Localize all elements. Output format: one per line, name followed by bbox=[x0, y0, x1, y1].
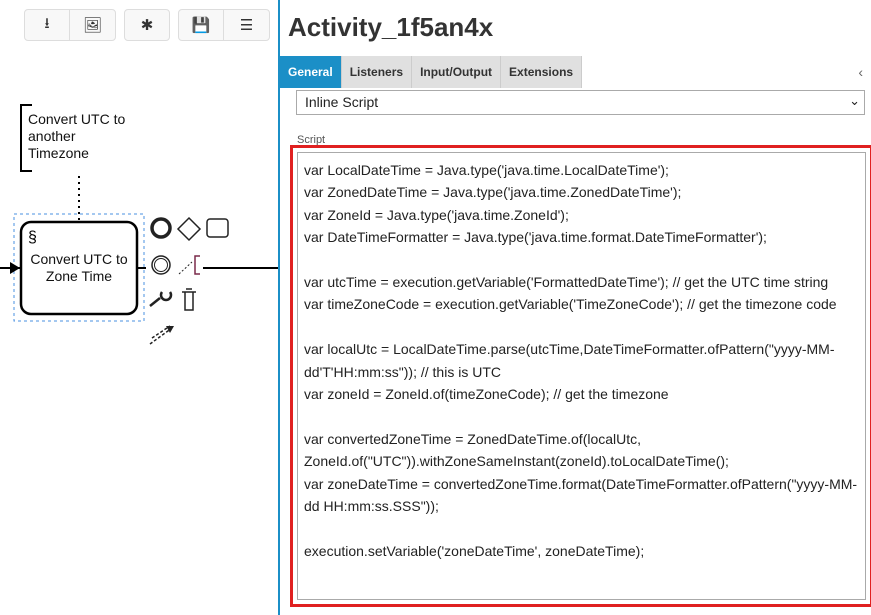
tab-listeners[interactable]: Listeners bbox=[341, 56, 413, 88]
select-value: Inline Script bbox=[305, 94, 379, 110]
tab-bar: General Listeners Input/Output Extension… bbox=[280, 56, 583, 88]
chevron-down-icon: ⌄ bbox=[849, 93, 860, 108]
tab-extensions[interactable]: Extensions bbox=[501, 56, 583, 88]
collapse-panel-button[interactable]: ‹ bbox=[858, 64, 863, 80]
gateway-icon bbox=[176, 216, 202, 242]
tab-general[interactable]: General bbox=[280, 56, 342, 88]
connect-icon bbox=[149, 325, 173, 345]
export-group: ⭳ 🖼 bbox=[24, 9, 116, 41]
script-icon: § bbox=[28, 229, 37, 246]
list-icon[interactable]: ☰ bbox=[239, 17, 254, 34]
save-group: 💾 ☰ bbox=[178, 9, 270, 41]
annotation-bracket bbox=[20, 104, 32, 172]
task-label: Convert UTC to Zone Time bbox=[30, 251, 128, 284]
wrench-icon bbox=[149, 291, 173, 307]
element-title: Activity_1f5an4x bbox=[288, 12, 494, 42]
properties-panel: Activity_1f5an4x General Listeners Input… bbox=[278, 0, 871, 615]
diagram-svg: § bbox=[0, 104, 278, 345]
intermediate-event-icon bbox=[151, 255, 171, 275]
script-label: Script bbox=[297, 134, 326, 146]
diagram-canvas[interactable]: ⭳ 🖼 ✱ 💾 ☰ § Convert UTC to another Timez… bbox=[0, 0, 278, 615]
end-event-icon bbox=[150, 217, 172, 239]
task-icon bbox=[206, 218, 229, 238]
bug-icon[interactable]: ✱ bbox=[140, 17, 154, 34]
script-textarea[interactable]: var LocalDateTime = Java.type('java.time… bbox=[297, 152, 866, 600]
debug-group: ✱ bbox=[124, 9, 170, 41]
highlight-box: var LocalDateTime = Java.type('java.time… bbox=[290, 145, 871, 607]
download-icon[interactable]: ⭳ bbox=[25, 10, 70, 40]
text-annotation[interactable]: Convert UTC to another Timezone bbox=[28, 111, 126, 161]
save-icon[interactable]: 💾 bbox=[179, 10, 224, 40]
text-annotation-icon bbox=[178, 261, 193, 275]
trash-icon bbox=[182, 288, 196, 311]
arrow-icon bbox=[10, 262, 20, 274]
script-format-select[interactable]: Inline Script ⌄ bbox=[296, 90, 865, 115]
image-icon[interactable]: 🖼 bbox=[82, 17, 103, 34]
tab-input-output[interactable]: Input/Output bbox=[412, 56, 502, 88]
